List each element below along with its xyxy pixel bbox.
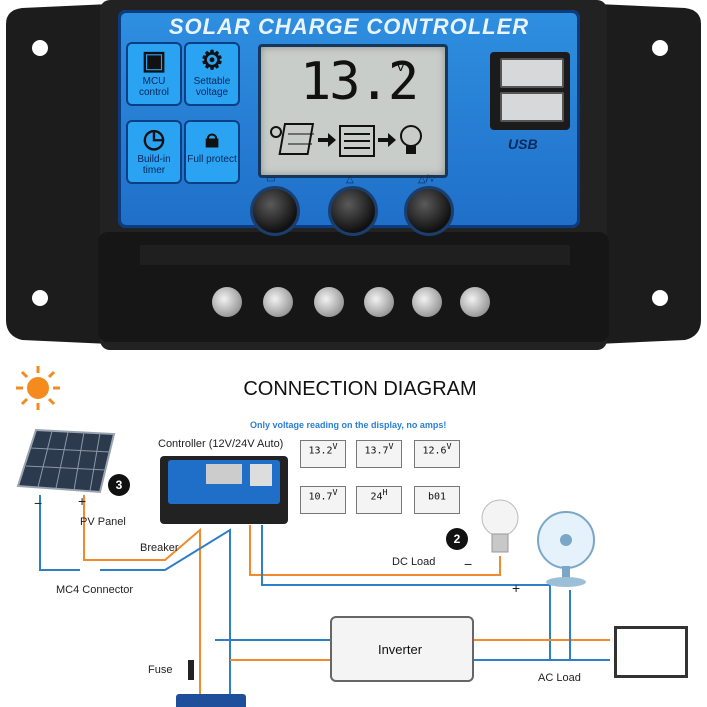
feature-voltage: ⚙ Settable voltage	[184, 42, 240, 106]
breaker-label: Breaker	[140, 542, 179, 554]
bulb-up-icon: △/💡︎	[418, 174, 436, 185]
bulb-icon	[481, 499, 519, 553]
dc-minus: −	[464, 556, 473, 572]
pv-plus: +	[78, 493, 87, 509]
solar-panel-image	[16, 428, 116, 494]
arrow-icon	[318, 133, 336, 147]
dc-plus: +	[512, 580, 521, 596]
feature-label: Settable voltage	[193, 76, 231, 98]
fan-icon	[537, 511, 595, 587]
gear-icon: ⚙	[200, 45, 224, 75]
terminal-screw	[314, 287, 344, 317]
sun-icon	[270, 126, 282, 138]
dc-load-label: DC Load	[392, 556, 436, 568]
diagram-note: Only voltage reading on the display, no …	[250, 420, 447, 430]
mini-controller	[160, 456, 288, 524]
mount-hole	[32, 290, 48, 306]
up-icon: △	[346, 174, 354, 185]
mount-hole	[652, 290, 668, 306]
usb-port[interactable]	[500, 58, 564, 88]
clock-icon: ◷	[142, 123, 166, 153]
reading-display: 13.7V	[356, 440, 402, 468]
lock-icon: 🔒︎	[205, 123, 219, 153]
arrow-icon	[378, 133, 396, 147]
battery-icon	[339, 125, 375, 157]
monitor-icon	[614, 626, 688, 678]
reading-display: b01	[414, 486, 460, 514]
sun-icon	[16, 366, 60, 410]
controller-label: Controller (12V/24V Auto)	[158, 438, 284, 450]
mount-hole	[32, 40, 48, 56]
lcd-voltage-value: 13.2	[300, 52, 419, 112]
fuse-icon	[188, 660, 194, 680]
terminal-screw	[364, 287, 394, 317]
badge-dc: 2	[446, 528, 468, 550]
up-button[interactable]	[328, 186, 378, 236]
bulb-icon	[400, 125, 422, 154]
feature-label: Full protect	[187, 154, 237, 165]
feature-mcu: ▣ MCU control	[126, 42, 182, 106]
feature-protect: 🔒︎ Full protect	[184, 120, 240, 184]
terminal-screw	[212, 287, 242, 317]
terminal-screw	[263, 287, 293, 317]
inverter-label: Inverter	[377, 642, 423, 657]
terminal-screw	[460, 287, 490, 317]
reading-display: 24H	[356, 486, 402, 514]
terminal-screw	[412, 287, 442, 317]
ac-load-label: AC Load	[538, 672, 581, 684]
chip-icon: ▣	[141, 45, 167, 75]
usb-port[interactable]	[500, 92, 564, 122]
lcd-flow-icons	[270, 123, 422, 157]
solar-panel-icon	[278, 123, 315, 155]
reading-display: 13.2V	[300, 440, 346, 468]
badge-pv: 3	[108, 474, 130, 496]
pv-minus: −	[34, 495, 43, 511]
feature-label: MCU control	[138, 76, 169, 98]
mount-hole	[652, 40, 668, 56]
device-title: SOLAR CHARGE CONTROLLER	[168, 14, 530, 39]
feature-label: Build-in timer	[137, 154, 171, 176]
menu-icon: ▭	[266, 174, 276, 185]
usb-label: USB	[508, 136, 538, 152]
menu-button[interactable]	[250, 186, 300, 236]
battery-icon	[176, 694, 246, 707]
fuse-label: Fuse	[148, 664, 173, 676]
reading-display: 12.6V	[414, 440, 460, 468]
lcd-unit: V	[396, 58, 406, 74]
load-button[interactable]	[404, 186, 454, 236]
mc4-connector-label: MC4 Connector	[56, 584, 134, 596]
reading-display: 10.7V	[300, 486, 346, 514]
inverter-box	[330, 616, 474, 682]
pv-panel-label: PV Panel	[80, 516, 126, 528]
feature-timer: ◷ Build-in timer	[126, 120, 182, 184]
diagram-heading: CONNECTION DIAGRAM	[243, 378, 477, 400]
